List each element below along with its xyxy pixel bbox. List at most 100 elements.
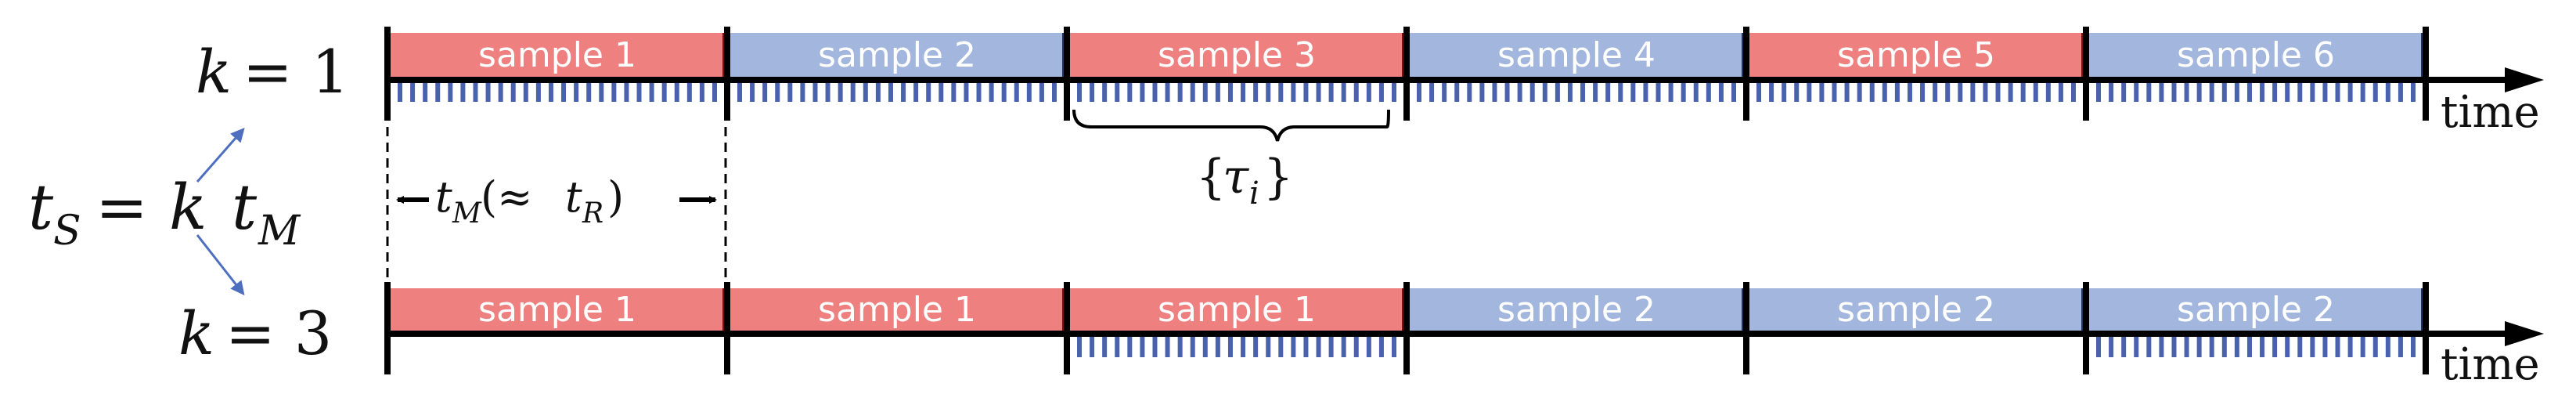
- tick-group: [2096, 83, 2416, 102]
- measurement-tick: [561, 83, 567, 102]
- measurement-tick: [976, 83, 982, 102]
- measurement-tick: [2385, 83, 2390, 102]
- measurement-tick: [624, 83, 629, 102]
- sample-segment: sample 6: [2086, 33, 2426, 77]
- measurement-tick: [1215, 337, 1220, 357]
- segment-divider: [724, 27, 730, 121]
- sample-label: sample 6: [2177, 35, 2335, 75]
- row-label-k3: k = 3: [178, 298, 332, 368]
- measurement-tick: [1857, 83, 1862, 102]
- measurement-tick: [1227, 83, 1233, 102]
- measurement-tick: [1907, 83, 1912, 102]
- arrow-to-k3-icon: [196, 234, 245, 296]
- measurement-tick: [649, 83, 654, 102]
- measurement-tick: [636, 83, 642, 102]
- sample-label: sample 2: [2177, 290, 2335, 330]
- segment-divider: [2083, 282, 2089, 374]
- measurement-tick: [1517, 83, 1522, 102]
- sample-segment: sample 4: [1407, 33, 1746, 77]
- measurement-tick: [1945, 83, 1951, 102]
- measurement-tick: [2221, 83, 2227, 102]
- measurement-tick: [2260, 83, 2265, 102]
- measurement-tick: [2272, 83, 2278, 102]
- tau-open: {: [1196, 150, 1226, 204]
- measurement-tick: [1102, 337, 1108, 357]
- measurement-tick: [1668, 83, 1673, 102]
- measurement-tick: [1090, 337, 1095, 357]
- measurement-tick: [1202, 83, 1208, 102]
- measurement-tick: [2058, 83, 2063, 102]
- measurement-tick: [1392, 337, 1396, 357]
- sample-label: sample 2: [818, 35, 976, 75]
- measurement-tick: [1894, 83, 1900, 102]
- sample-segment: sample 2: [1407, 288, 1746, 331]
- measurement-tick: [574, 83, 579, 102]
- measurement-tick: [1593, 83, 1598, 102]
- segment-dividers: [384, 282, 2429, 374]
- row-label-k1: k = 1: [196, 37, 349, 107]
- measurement-tick: [2033, 83, 2038, 102]
- sample-label: sample 3: [1158, 35, 1316, 75]
- equation-subscript-m: M: [258, 208, 301, 255]
- sample-label: sample 1: [478, 35, 636, 75]
- curly-brace-icon: [1072, 109, 1390, 142]
- measurement-tick: [1328, 83, 1334, 102]
- measurement-tick: [2335, 337, 2340, 357]
- measurement-tick: [599, 83, 604, 102]
- measurement-tick: [2347, 337, 2353, 357]
- measurement-tick: [1378, 83, 1384, 102]
- segment-divider: [1064, 282, 1070, 374]
- measurement-tick: [1328, 337, 1334, 357]
- time-axis-label: time: [2441, 339, 2540, 390]
- measurement-tick: [2285, 337, 2290, 357]
- measurement-tick: [838, 83, 843, 102]
- measurement-tick: [1618, 83, 1623, 102]
- segment-dividers: [384, 27, 2429, 121]
- measurement-tick: [2184, 337, 2189, 357]
- equation-subscript-s: S: [53, 208, 81, 255]
- measurement-tick: [1706, 83, 1711, 102]
- measurement-tick: [1165, 337, 1170, 357]
- measurement-tick: [1102, 83, 1108, 102]
- tick-group: [1756, 83, 2076, 102]
- measurement-tick: [2310, 83, 2315, 102]
- sample-segment-fill: [2086, 33, 2426, 77]
- tick-group: [1077, 83, 1396, 102]
- measurement-tick: [1266, 83, 1271, 102]
- sample-segment-fill: [727, 33, 1067, 77]
- sample-segments: sample 1 sample 2 sample 3 sample 4 sample 5…: [387, 33, 2426, 77]
- measurement-tick: [523, 83, 528, 102]
- sample-segment: sample 1: [387, 288, 727, 331]
- measurement-tick: [2360, 83, 2365, 102]
- sample-segment-fill: [1407, 288, 1746, 331]
- segment-divider: [2083, 27, 2089, 121]
- measurement-tick: [535, 83, 541, 102]
- measurement-tick: [2272, 337, 2278, 357]
- measurement-tick: [951, 83, 957, 102]
- measurement-tick: [2234, 337, 2239, 357]
- equation-t: t: [28, 171, 54, 244]
- measurement-tick: [1366, 337, 1371, 357]
- measurement-tick: [2109, 83, 2114, 102]
- measurement-tick: [1140, 83, 1145, 102]
- measurement-tick: [2360, 337, 2365, 357]
- segment-divider: [1743, 27, 1749, 121]
- measurement-tick: [2071, 83, 2076, 102]
- measurement-tick: [1995, 83, 2001, 102]
- measurement-tick: [1731, 83, 1736, 102]
- measurement-tick: [2134, 83, 2139, 102]
- duration-t: t: [435, 172, 452, 222]
- tick-group: [737, 83, 1057, 102]
- measurement-tick: [2285, 83, 2290, 102]
- sample-segment-fill: [387, 33, 727, 77]
- duration-t-r: t: [565, 172, 582, 222]
- measurement-tick: [1215, 83, 1220, 102]
- measurement-tick: [686, 83, 692, 102]
- segment-divider: [1403, 27, 1410, 121]
- sample-label: sample 4: [1497, 35, 1655, 75]
- measurement-tick: [2246, 83, 2252, 102]
- measurement-tick: [1366, 83, 1371, 102]
- measurement-tick: [1417, 83, 1421, 102]
- sample-segment: sample 5: [1746, 33, 2086, 77]
